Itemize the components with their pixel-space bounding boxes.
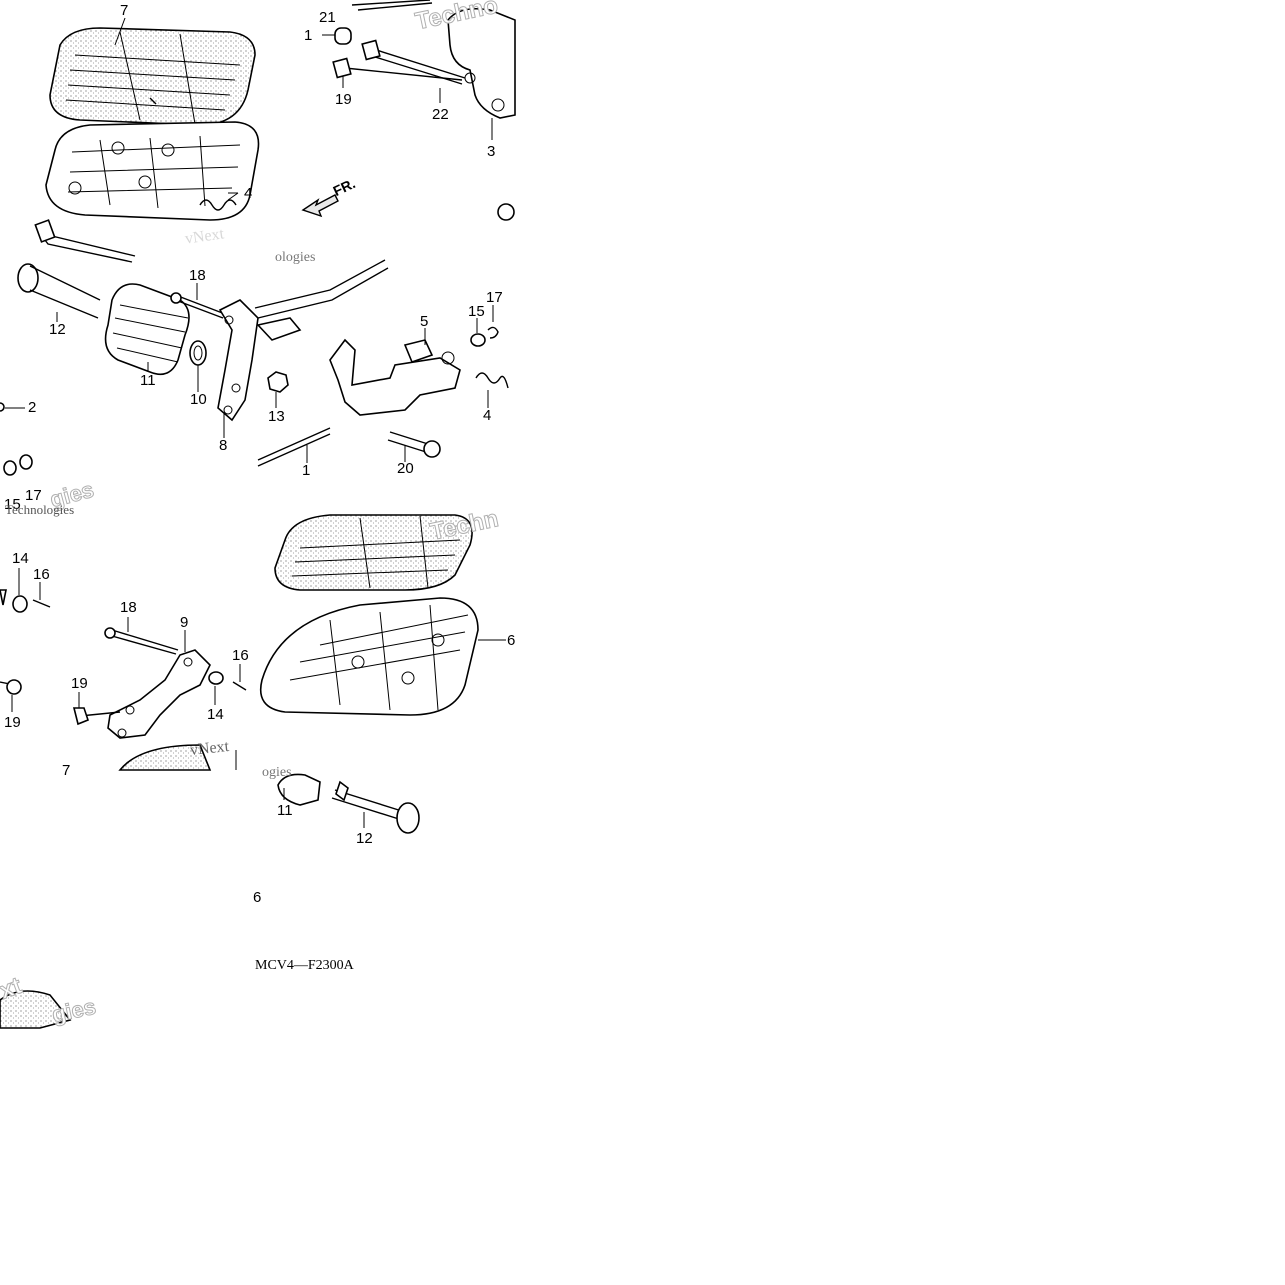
diagram-code: MCV4—F2300A	[255, 958, 354, 973]
callout-20: 20	[397, 460, 414, 477]
callout-17b: 17	[25, 487, 42, 504]
callout-21: 21	[319, 9, 336, 26]
axle-head	[17, 263, 39, 293]
callout-4: 4	[244, 185, 253, 202]
mat-ribs	[65, 54, 241, 111]
callout-5: 5	[420, 313, 429, 330]
callout-7b: 7	[62, 762, 71, 779]
footboard-mat	[49, 27, 256, 126]
callout-1b: 1	[302, 462, 311, 479]
bracket-9	[107, 649, 211, 739]
tile-2-artwork	[0, 259, 509, 476]
callout-18: 18	[189, 267, 206, 284]
bracket-8	[217, 299, 259, 422]
callout-10: 10	[190, 391, 207, 408]
washer	[189, 340, 207, 366]
callout-3: 3	[487, 143, 496, 160]
nut	[267, 371, 289, 393]
callout-11b: 11	[277, 802, 293, 819]
callout-13: 13	[268, 408, 285, 425]
callout-15b: 15	[4, 496, 21, 513]
spring-4	[475, 372, 509, 389]
callout-7: 7	[120, 2, 129, 19]
tile-3-artwork	[0, 514, 506, 771]
callout-9: 9	[180, 614, 189, 631]
rod-1	[257, 427, 331, 467]
tile-1-artwork	[34, 0, 516, 263]
cap	[334, 27, 352, 45]
callout-1: 1	[304, 27, 313, 44]
bracket-3	[447, 7, 516, 119]
bracket-5	[329, 338, 461, 416]
callout-18b: 18	[120, 599, 137, 616]
callout-12b: 12	[356, 830, 373, 847]
callout-4b: 4	[483, 407, 492, 424]
front-arrow	[301, 194, 339, 218]
footboard-frame-6	[260, 597, 479, 716]
callout-15: 15	[468, 303, 485, 320]
callout-19c: 19	[4, 714, 21, 731]
callout-14b: 14	[207, 706, 224, 723]
callout-2: 2	[28, 399, 37, 416]
axle	[29, 265, 101, 319]
tile-4-artwork	[0, 773, 420, 1029]
cap-2	[497, 203, 515, 221]
callout-14: 14	[12, 550, 29, 567]
spring	[199, 199, 237, 211]
callout-12: 12	[49, 321, 66, 338]
footboard-mat-7	[274, 514, 473, 591]
pin	[351, 0, 433, 11]
callout-19: 19	[335, 91, 352, 108]
roller-11	[277, 773, 321, 806]
callout-16b: 16	[232, 647, 249, 664]
bolt-22	[369, 47, 466, 85]
callout-11: 11	[140, 372, 156, 389]
callout-22: 22	[432, 106, 449, 123]
bolt	[41, 227, 136, 263]
axle-head-12	[396, 802, 420, 834]
callout-17: 17	[486, 289, 503, 306]
footboard-frame	[45, 121, 260, 221]
callout-8: 8	[219, 437, 228, 454]
callout-6-partial: 6	[253, 889, 262, 906]
callout-16: 16	[33, 566, 50, 583]
callout-6: 6	[507, 632, 516, 649]
callout-19b: 19	[71, 675, 88, 692]
mat-ribs-2	[119, 31, 196, 125]
